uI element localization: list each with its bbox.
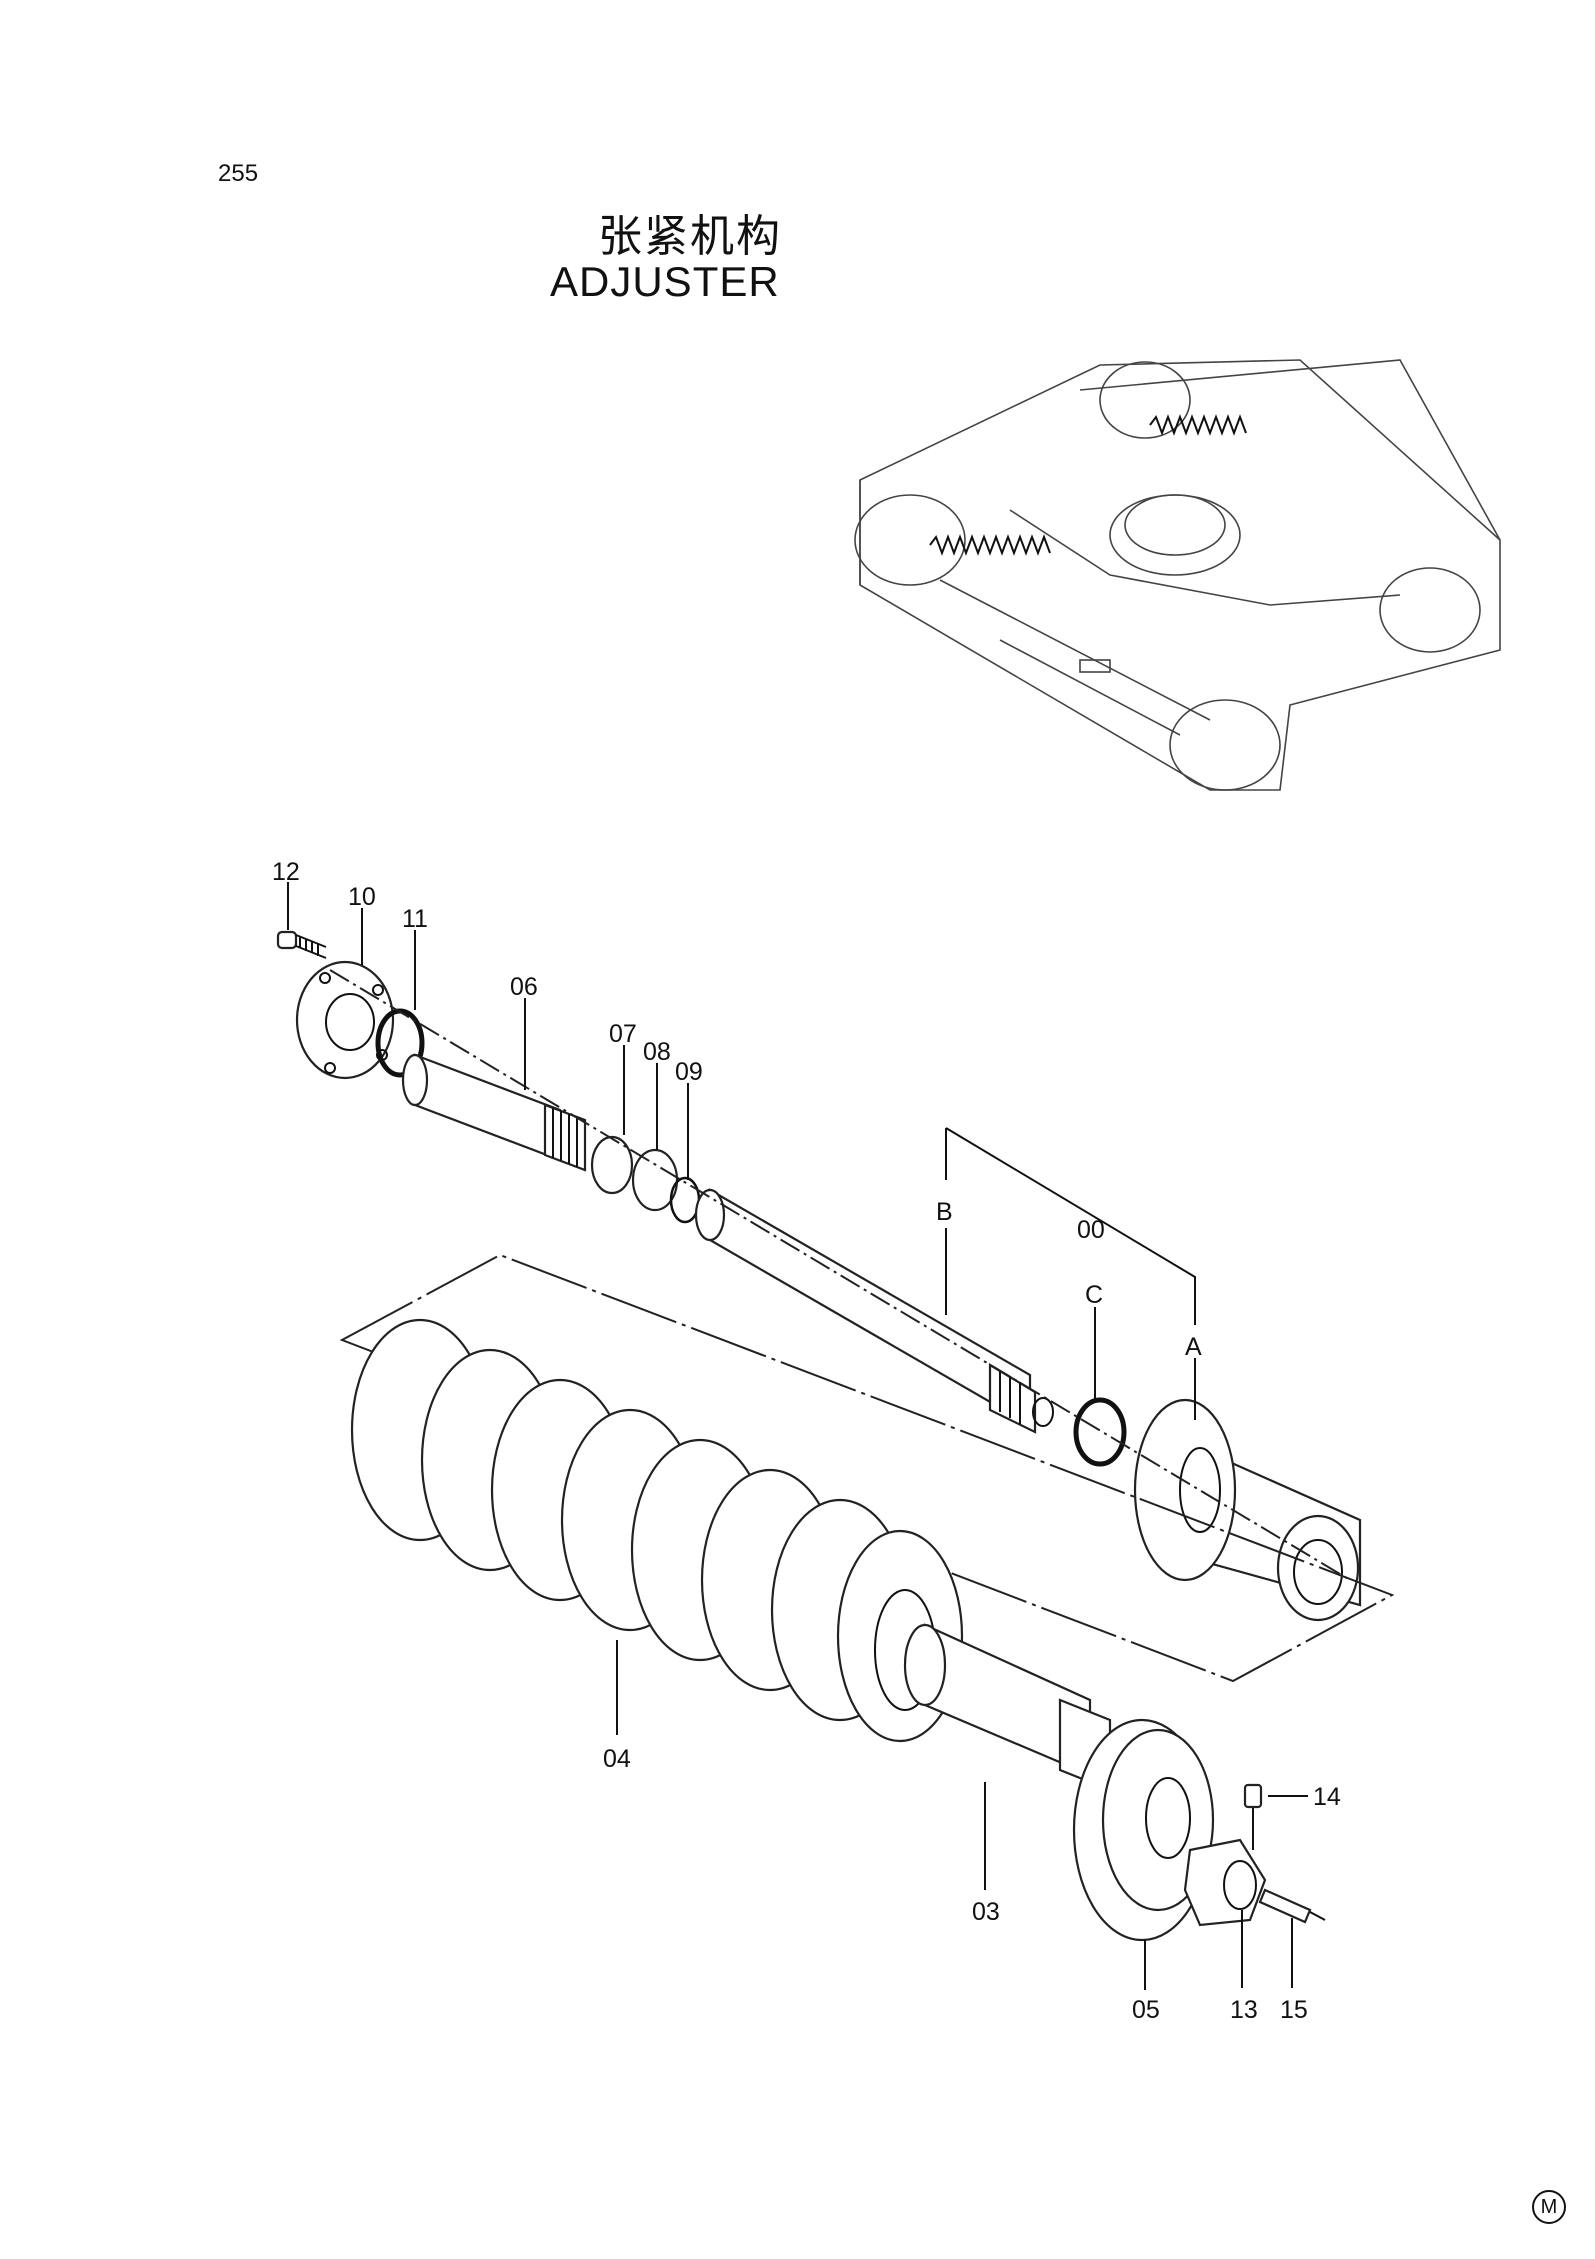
callout-14: 14 [1313, 1783, 1341, 1811]
cylinder-part-B [694, 1188, 1054, 1434]
circled-m-mark: M [1532, 2190, 1566, 2224]
callout-08: 08 [643, 1038, 671, 1066]
leader-lines [287, 882, 1308, 1990]
page-number: 255 [218, 160, 259, 187]
spring-part-04 [350, 1318, 964, 1743]
callout-05: 05 [1132, 1996, 1160, 2024]
yoke-part-A [1133, 1398, 1362, 1622]
title-chinese: 张紧机构 [598, 212, 782, 261]
callout-04: 04 [603, 1745, 631, 1773]
callout-12: 12 [272, 858, 300, 886]
callout-B: B [936, 1198, 953, 1226]
seal-part-07 [590, 1135, 634, 1195]
callout-09: 09 [675, 1058, 703, 1086]
callout-00: 00 [1077, 1216, 1105, 1244]
bolt-part-12 [276, 930, 327, 959]
plug-part-14 [1243, 1783, 1263, 1850]
bracket-part-05 [1072, 1718, 1215, 1942]
valve-part-13 [1183, 1838, 1267, 1927]
o-ring-part-C [1073, 1397, 1127, 1467]
callout-labels: 12 10 11 06 07 08 09 B 00 C A 04 03 14 0… [272, 858, 1341, 2024]
callout-11: 11 [402, 905, 428, 933]
callout-C: C [1085, 1281, 1103, 1309]
callout-A: A [1185, 1333, 1202, 1361]
overview-spring-left [929, 534, 1051, 556]
snap-ring-part-09 [669, 1176, 701, 1224]
callout-06: 06 [510, 973, 538, 1001]
rod-part-03 [903, 1623, 1112, 1792]
piston-rod-part-06 [401, 1053, 587, 1172]
callout-03: 03 [972, 1898, 1000, 1926]
undercarriage-overview-illustration [854, 359, 1501, 791]
callout-07: 07 [609, 1020, 637, 1048]
flange-part-10 [295, 960, 395, 1080]
overview-spring-right [1149, 414, 1247, 436]
callout-15: 15 [1280, 1996, 1308, 2024]
seal-part-08 [631, 1148, 679, 1212]
title-english: ADJUSTER [550, 258, 780, 305]
upper-part-group [276, 930, 1362, 1622]
assembly-bracket-00 [945, 1127, 1196, 1325]
callout-10: 10 [348, 883, 376, 911]
callout-13: 13 [1230, 1996, 1258, 2024]
grease-fitting-part-15 [1258, 1888, 1326, 1924]
